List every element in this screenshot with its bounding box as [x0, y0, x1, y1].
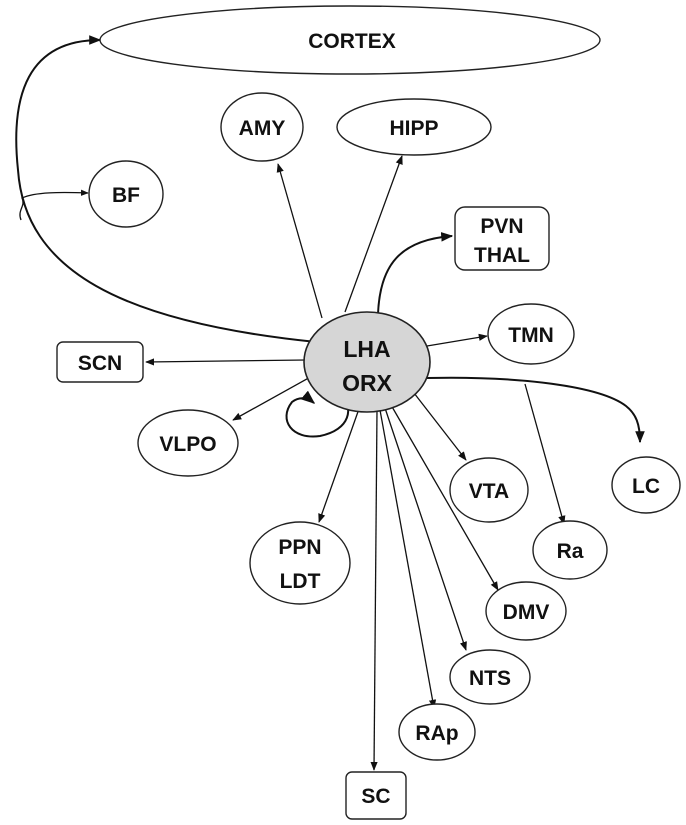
- node-tmn-label: TMN: [508, 324, 554, 347]
- edge-lha-amy: [276, 163, 323, 319]
- node-dmv: DMV: [485, 581, 567, 641]
- node-cortex: CORTEX: [99, 5, 601, 75]
- node-dmv-label: DMV: [503, 601, 550, 624]
- node-ppn-ldt: PPN LDT: [249, 521, 351, 605]
- node-ppn-label: PPN: [278, 536, 321, 559]
- node-sc: SC: [345, 771, 407, 820]
- node-ldt-label: LDT: [280, 570, 321, 593]
- edge-lha-bf: [19, 189, 89, 221]
- edge-lha-vta: [413, 392, 467, 461]
- edge-lha-dmv: [390, 404, 499, 591]
- edge-lha-rap: [379, 409, 437, 709]
- node-lc-label: LC: [632, 475, 660, 498]
- node-vta-label: VTA: [469, 480, 509, 503]
- edge-lha-vlpo: [232, 374, 315, 421]
- edge-lha-ra: [524, 383, 566, 525]
- node-nts-label: NTS: [469, 667, 511, 690]
- node-rap: RAp: [398, 703, 476, 761]
- node-bf-label: BF: [112, 184, 140, 207]
- node-thal-label: THAL: [474, 244, 530, 267]
- node-orx-label: ORX: [342, 370, 393, 396]
- node-pvn-thal: PVN THAL: [454, 206, 550, 271]
- node-pvn-label: PVN: [480, 215, 523, 238]
- node-nts: NTS: [449, 649, 531, 705]
- node-bf: BF: [88, 160, 164, 228]
- edge-lha-lc: [426, 376, 645, 444]
- node-sc-label: SC: [361, 785, 390, 808]
- node-amy-label: AMY: [239, 117, 286, 140]
- node-ra: Ra: [532, 520, 608, 580]
- edge-lha-tmn: [426, 333, 488, 347]
- edge-lha-sc: [370, 409, 378, 771]
- node-tmn: TMN: [487, 303, 575, 365]
- edge-lha-cortex: [15, 35, 317, 343]
- node-vlpo-label: VLPO: [159, 433, 216, 456]
- node-hipp-label: HIPP: [389, 117, 438, 140]
- edge-lha-scn: [145, 358, 307, 366]
- node-ra-label: Ra: [557, 540, 584, 563]
- node-amy: AMY: [220, 92, 304, 162]
- node-lha-orx: LHA ORX: [303, 311, 431, 413]
- edge-lha-pvn-thal: [377, 232, 454, 315]
- node-lha-label: LHA: [343, 336, 390, 362]
- node-scn: SCN: [56, 341, 144, 383]
- node-hipp: HIPP: [336, 98, 492, 156]
- node-lc: LC: [611, 456, 681, 514]
- edge-lha-self-loop: [285, 390, 350, 438]
- node-rap-label: RAp: [415, 722, 458, 745]
- node-vta: VTA: [449, 457, 529, 523]
- edges: [15, 35, 645, 771]
- edge-lha-ppn-ldt: [318, 405, 361, 523]
- node-cortex-label: CORTEX: [308, 30, 396, 53]
- edge-lha-hipp: [344, 155, 403, 313]
- node-vlpo: VLPO: [137, 409, 239, 477]
- edge-lha-nts: [384, 407, 467, 651]
- node-scn-label: SCN: [78, 352, 122, 375]
